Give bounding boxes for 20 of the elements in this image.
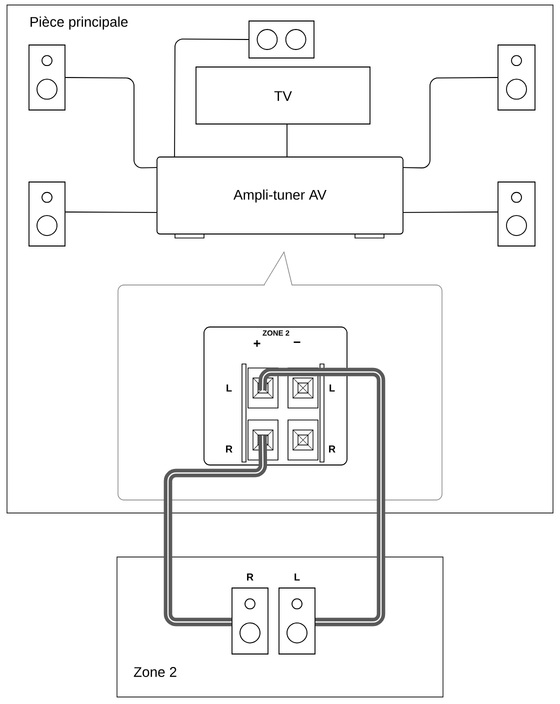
speaker: R: [232, 574, 268, 654]
speaker: [248, 20, 314, 58]
speaker: L: [278, 574, 316, 654]
connection-line: [403, 212, 498, 213]
connection-line: [286, 124, 288, 157]
connection-line: [403, 77, 498, 168]
node-label: L: [294, 574, 300, 580]
speaker-cable: [164, 435, 268, 626]
speaker: [28, 182, 66, 246]
speaker: [498, 182, 536, 246]
tv-box: TV: [196, 66, 370, 124]
node-label: R: [247, 574, 254, 580]
speaker: [28, 44, 66, 110]
speaker: [498, 44, 536, 110]
receiver-box: Ampli-tuner AV: [156, 156, 404, 238]
zoom-callout: [118, 251, 442, 500]
connection-line: [174, 38, 249, 157]
connection-line: [65, 212, 157, 213]
speaker-cable: [258, 368, 386, 626]
connection-line: [65, 77, 157, 168]
